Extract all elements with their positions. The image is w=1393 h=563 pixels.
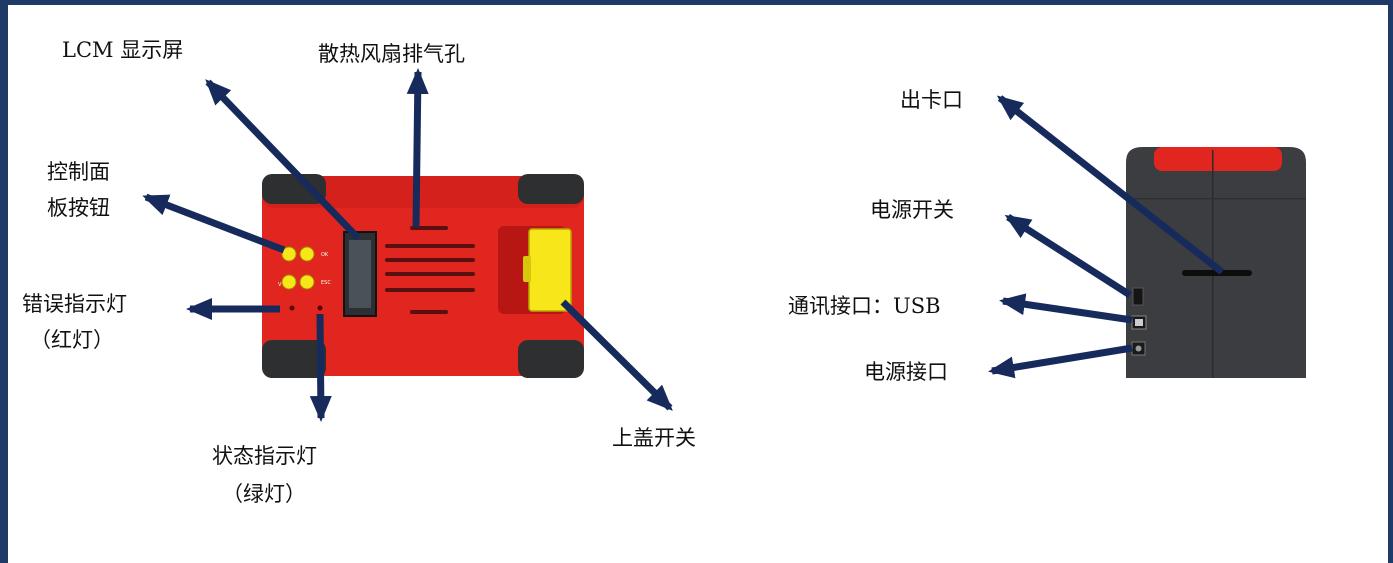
error-led [289,305,295,311]
power-switch-part [1132,287,1144,306]
arrow-power-switch [1004,214,1132,298]
control-button [281,274,297,290]
label-cover-switch: 上盖开关 [612,426,696,450]
printer-back-view [1126,147,1306,378]
button-letter: ESC [321,280,331,286]
label-status-led-line1: 状态指示灯 [212,444,317,468]
label-power-port: 电源接口 [864,360,948,384]
arrow-usb [999,293,1133,324]
label-status-led-line2: （绿灯） [222,482,306,506]
corner-bumper [518,340,584,378]
label-control-panel-line1: 控制面 [47,160,110,184]
button-letter: V [278,282,282,288]
corner-bumper [518,174,584,204]
label-error-led-line2: （红灯） [30,328,114,352]
corner-bumper [262,340,326,378]
arrow-status-led [309,313,332,422]
label-power-switch: 电源开关 [870,198,954,222]
card-output-slot [1182,270,1252,276]
printer-back-body [1126,147,1306,378]
printer-top-view: OK ESC V [262,174,584,378]
arrow-lcm [205,79,361,241]
label-error-led-line1: 错误指示灯 [22,292,127,316]
corner-bumper [262,174,326,204]
label-card-output: 出卡口 [900,88,963,112]
top-cover-red [1154,147,1282,171]
label-lcm-screen: LCM 显示屏 [62,38,184,62]
label-usb-port: 通讯接口：USB [788,294,941,318]
arrow-panel [142,193,286,254]
arrow-cover [560,299,673,411]
arrow-power-port [988,344,1133,379]
control-button [281,246,297,262]
arrow-card-out [996,95,1225,275]
arrow-vent [406,68,429,228]
cover-switch [528,228,572,312]
control-button [299,274,315,290]
button-letter: OK [321,252,329,258]
label-control-panel-line2: 板按钮 [47,196,110,220]
control-button [299,246,315,262]
status-led [317,305,323,311]
label-vent: 散热风扇排气孔 [318,42,465,66]
